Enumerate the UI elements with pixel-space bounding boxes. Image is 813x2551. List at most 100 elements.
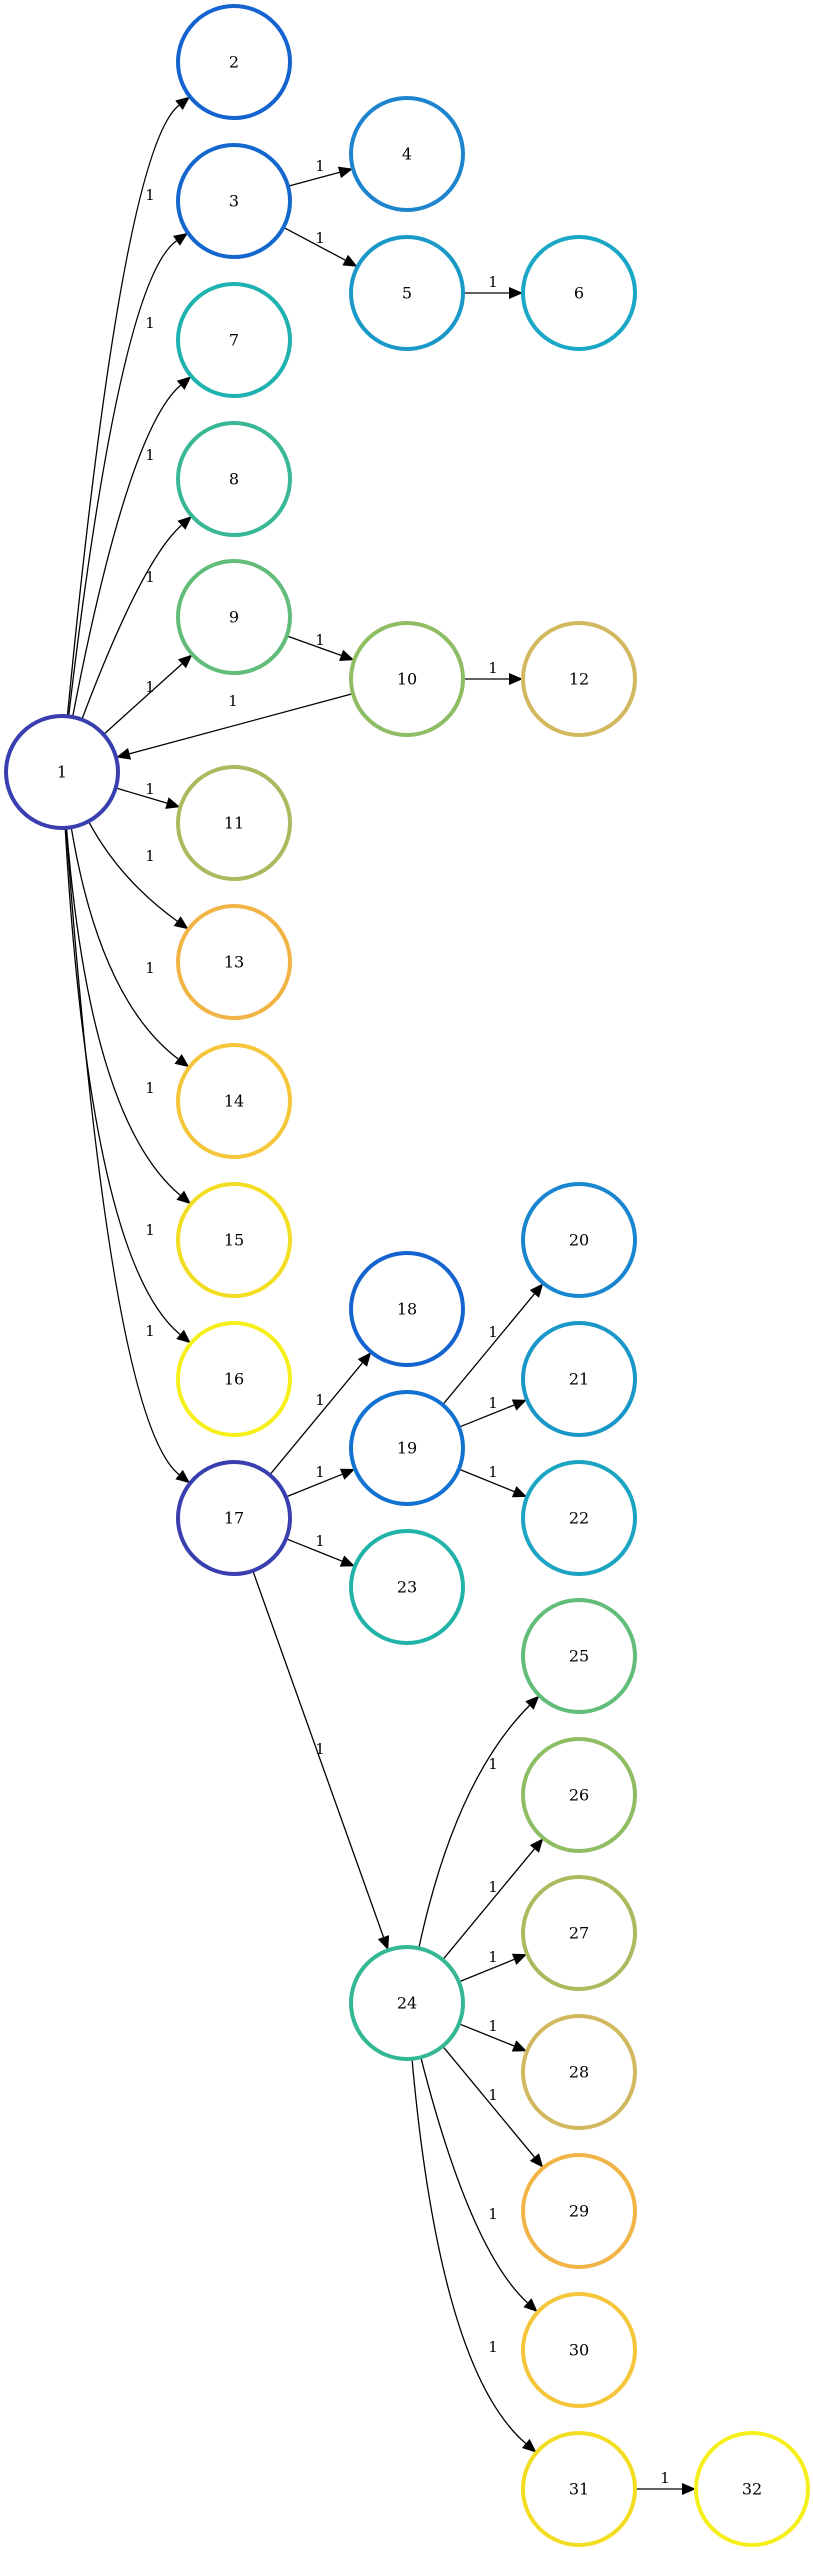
edge-label: 1 — [488, 1878, 498, 1896]
arrowhead-icon — [176, 376, 192, 390]
node-label: 29 — [569, 2202, 589, 2221]
edge-3-to-5 — [283, 226, 358, 267]
node-8: 8 — [176, 421, 292, 537]
arrowhead-icon — [529, 1283, 544, 1298]
node-20: 20 — [521, 1182, 637, 1298]
node-label: 16 — [224, 1370, 244, 1389]
node-circle — [521, 1737, 637, 1853]
edge-17-to-19 — [285, 1468, 356, 1498]
node-label: 9 — [229, 608, 239, 627]
edge-line — [285, 1473, 343, 1498]
node-32: 32 — [694, 2431, 810, 2547]
arrowhead-icon — [682, 2483, 696, 2495]
node-circle — [349, 1251, 465, 1367]
edge-17-to-18 — [269, 1352, 372, 1476]
edge-1-to-15 — [65, 827, 191, 1205]
edge-line — [87, 820, 178, 922]
arrowhead-icon — [173, 916, 189, 930]
node-circle — [349, 235, 465, 351]
arrowhead-icon — [357, 1352, 372, 1367]
node-14: 14 — [176, 1043, 292, 1159]
edge-label: 1 — [488, 1394, 498, 1412]
edge-label: 1 — [315, 1740, 325, 1758]
node-16: 16 — [176, 1321, 292, 1437]
edge-line — [70, 827, 179, 1060]
edge-label: 1 — [315, 1391, 325, 1409]
node-17: 17 — [176, 1460, 292, 1576]
node-label: 24 — [397, 1994, 417, 2013]
node-label: 21 — [569, 1370, 589, 1389]
edge-label: 1 — [145, 780, 155, 798]
node-circle — [176, 143, 292, 259]
node-circle — [4, 714, 120, 830]
node-circle — [349, 96, 465, 212]
node-7: 7 — [176, 282, 292, 398]
edge-24-to-28 — [458, 2023, 527, 2052]
node-circle — [521, 2431, 637, 2547]
edge-24-to-31 — [411, 2058, 537, 2453]
node-circle — [176, 559, 292, 675]
node-22: 22 — [521, 1460, 637, 1576]
edge-24-to-25 — [418, 1695, 540, 1949]
edge-line — [286, 635, 342, 657]
node-10: 10 — [349, 621, 465, 737]
edge-label: 1 — [488, 1948, 498, 1966]
edge-label: 1 — [315, 1463, 325, 1481]
arrowhead-icon — [525, 1695, 540, 1710]
arrowhead-icon — [529, 2153, 544, 2168]
arrowhead-icon — [511, 1486, 528, 1498]
node-label: 14 — [224, 1092, 244, 1111]
node-label: 4 — [402, 145, 412, 164]
edge-9-to-10 — [286, 635, 355, 661]
arrowhead-icon — [342, 254, 358, 267]
edge-line — [420, 2057, 528, 2304]
node-label: 3 — [229, 192, 239, 211]
arrowhead-icon — [339, 1555, 355, 1567]
edge-label: 1 — [145, 847, 155, 865]
node-circle — [349, 1945, 465, 2061]
edge-label: 1 — [488, 659, 498, 677]
arrowhead-icon — [176, 1190, 191, 1205]
edge-label: 1 — [660, 2469, 670, 2487]
node-circle — [521, 1598, 637, 1714]
edge-label: 1 — [145, 1322, 155, 1340]
edge-1-to-3 — [67, 232, 188, 717]
arrowhead-icon — [509, 673, 523, 685]
edge-line — [81, 524, 182, 720]
node-label: 26 — [569, 1786, 589, 1805]
edge-line — [66, 104, 180, 717]
edge-line — [442, 2045, 535, 2158]
node-circle — [176, 282, 292, 398]
arrowhead-icon — [511, 2040, 527, 2052]
arrowhead-icon — [176, 1329, 191, 1344]
node-label: 8 — [229, 470, 239, 489]
arrowhead-icon — [377, 1935, 390, 1951]
node-label: 5 — [402, 284, 412, 303]
edge-19-to-20 — [442, 1283, 544, 1406]
node-label: 22 — [569, 1509, 589, 1528]
edge-line — [458, 1468, 515, 1493]
node-label: 15 — [224, 1231, 244, 1250]
node-13: 13 — [176, 904, 292, 1020]
edge-1-to-17 — [65, 827, 191, 1484]
edge-1-to-11 — [115, 787, 181, 809]
node-label: 6 — [574, 284, 584, 303]
node-9: 9 — [176, 559, 292, 675]
edge-label: 1 — [488, 2205, 498, 2223]
edge-line — [411, 2058, 527, 2444]
edge-label: 1 — [145, 959, 155, 977]
edge-1-to-7 — [71, 376, 192, 718]
arrowhead-icon — [339, 649, 355, 661]
edge-label: 1 — [488, 1463, 498, 1481]
node-label: 12 — [569, 670, 589, 689]
arrowhead-icon — [511, 1953, 528, 1965]
arrowhead-icon — [523, 2298, 538, 2313]
node-label: 13 — [224, 953, 244, 972]
edge-24-to-27 — [458, 1953, 528, 1983]
edge-label: 1 — [145, 1221, 155, 1239]
edges-layer — [64, 96, 696, 2495]
node-label: 17 — [224, 1509, 244, 1528]
edge-19-to-21 — [458, 1399, 527, 1428]
arrowhead-icon — [116, 748, 132, 760]
